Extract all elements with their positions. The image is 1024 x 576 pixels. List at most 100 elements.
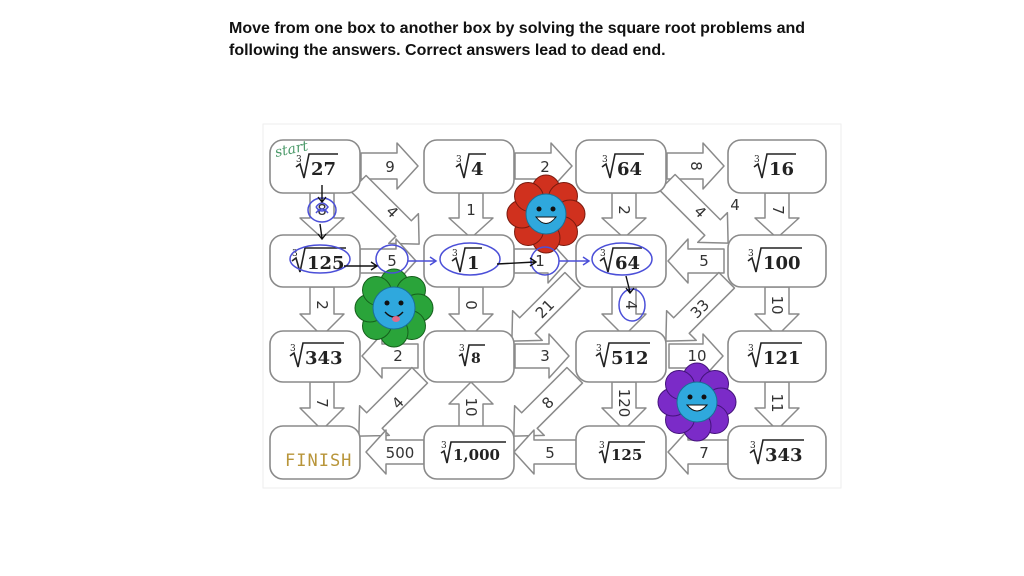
root-expressions: 3 27 3 4 3 64 3 16 3 125 3 1 [289, 153, 804, 466]
arrow-label: 120 [615, 389, 633, 418]
svg-text:1,000: 1,000 [453, 446, 500, 464]
maze-arrow [299, 192, 345, 239]
maze-arrow [754, 192, 800, 239]
root-expression: 3 125 [598, 441, 645, 464]
svg-text:3: 3 [292, 249, 298, 259]
root-expression: 3 100 [747, 247, 802, 274]
arrow-label: 7 [313, 398, 331, 408]
maze-box [423, 425, 515, 480]
svg-text:16: 16 [769, 159, 794, 180]
arrow-label: 7 [699, 444, 709, 462]
svg-text:4: 4 [471, 159, 484, 180]
arrow-label: 9 [385, 158, 395, 176]
svg-text:125: 125 [307, 253, 345, 274]
maze-box [575, 425, 667, 480]
root-expression: 3 343 [749, 439, 804, 466]
arrow-label: 4 [622, 300, 640, 310]
root-expression: 3 1,000 [440, 441, 506, 464]
instructions-line-2: following the answers. Correct answers l… [229, 42, 666, 59]
flower-purple-icon [657, 362, 737, 442]
svg-text:3: 3 [296, 155, 302, 165]
instructions: Move from one box to another box by solv… [229, 18, 869, 62]
svg-text:64: 64 [615, 253, 640, 274]
svg-text:3: 3 [748, 249, 754, 259]
maze-arrow [511, 271, 582, 342]
maze-arrow [513, 366, 584, 437]
maze-arrows [299, 142, 800, 475]
maze-arrow [448, 192, 494, 239]
root-expression: 3 1 [451, 247, 482, 274]
arrow-label: 3 [540, 347, 550, 365]
arrow-label: 2 [313, 300, 331, 310]
svg-text:343: 343 [765, 445, 803, 466]
maze-arrow [514, 142, 573, 190]
arrow-label: 500 [386, 444, 415, 462]
arrow-label: 11 [768, 393, 786, 412]
svg-text:3: 3 [754, 155, 760, 165]
svg-text:27: 27 [311, 159, 336, 180]
start-label: start [274, 138, 310, 161]
maze-box [423, 139, 515, 194]
arrow-label: 0 [462, 300, 480, 310]
finish-label: FINISH [285, 451, 352, 471]
arrow-label: 7 [769, 205, 787, 215]
arrow-label: 5 [545, 444, 555, 462]
maze-arrow [513, 429, 579, 475]
arrow-label: 10 [687, 347, 706, 365]
arrow-label: 4 [730, 196, 740, 214]
svg-text:3: 3 [290, 344, 296, 354]
root-expression: 3 512 [595, 342, 650, 369]
arrow-label: 2 [615, 205, 633, 215]
svg-text:3: 3 [441, 441, 447, 451]
flower-red-icon [506, 174, 586, 254]
svg-text:3: 3 [602, 155, 608, 165]
maze-box [727, 139, 827, 194]
maze-arrow [658, 173, 729, 244]
svg-text:3: 3 [600, 249, 606, 259]
arrow-label: 5 [699, 252, 709, 270]
root-expression: 3 121 [747, 342, 802, 369]
maze-arrow [299, 286, 345, 337]
svg-text:343: 343 [305, 348, 343, 369]
root-expression: 3 8 [458, 344, 485, 367]
svg-text:3: 3 [748, 344, 754, 354]
root-expression: 3 16 [753, 153, 796, 180]
maze-arrow [299, 381, 345, 431]
maze-arrow [754, 381, 800, 431]
maze-arrow [601, 192, 647, 239]
svg-text:121: 121 [763, 348, 801, 369]
maze-arrow [668, 333, 724, 379]
arrow-label: 2 [540, 158, 550, 176]
handwritten-path-annotation [289, 185, 653, 322]
flower-green-icon [354, 268, 434, 348]
arrow-label: 2 [393, 347, 403, 365]
maze-arrow [365, 429, 425, 475]
maze-arrow [601, 381, 647, 431]
svg-text:125: 125 [611, 446, 642, 464]
maze-arrow [601, 286, 647, 337]
maze-arrow [349, 174, 420, 245]
root-expression: 3 4 [455, 153, 486, 180]
maze-arrow [667, 429, 729, 475]
arrow-label: 8 [317, 201, 327, 219]
svg-text:3: 3 [599, 441, 605, 451]
maze-frame [262, 123, 842, 489]
root-expression: 3 27 [295, 153, 338, 180]
svg-text:3: 3 [750, 441, 756, 451]
maze-box [423, 330, 515, 383]
arrow-labels: 9 2 8 4 4 7 8 1 2 4 5 1 5 2 0 4 10 21 33… [313, 158, 787, 462]
svg-text:3: 3 [459, 344, 465, 354]
root-expression: 3 125 [291, 247, 346, 274]
arrow-label: 10 [462, 397, 480, 416]
svg-text:3: 3 [596, 344, 602, 354]
svg-text:1: 1 [467, 253, 480, 274]
root-expression: 3 343 [289, 342, 344, 369]
arrow-label: 1 [535, 252, 545, 270]
arrow-label: 8 [687, 161, 705, 171]
instructions-line-1: Move from one box to another box by solv… [229, 20, 806, 37]
maze-arrow [754, 286, 800, 337]
svg-text:3: 3 [452, 249, 458, 259]
maze-box-finish [269, 425, 361, 480]
arrow-label: 1 [466, 201, 476, 219]
